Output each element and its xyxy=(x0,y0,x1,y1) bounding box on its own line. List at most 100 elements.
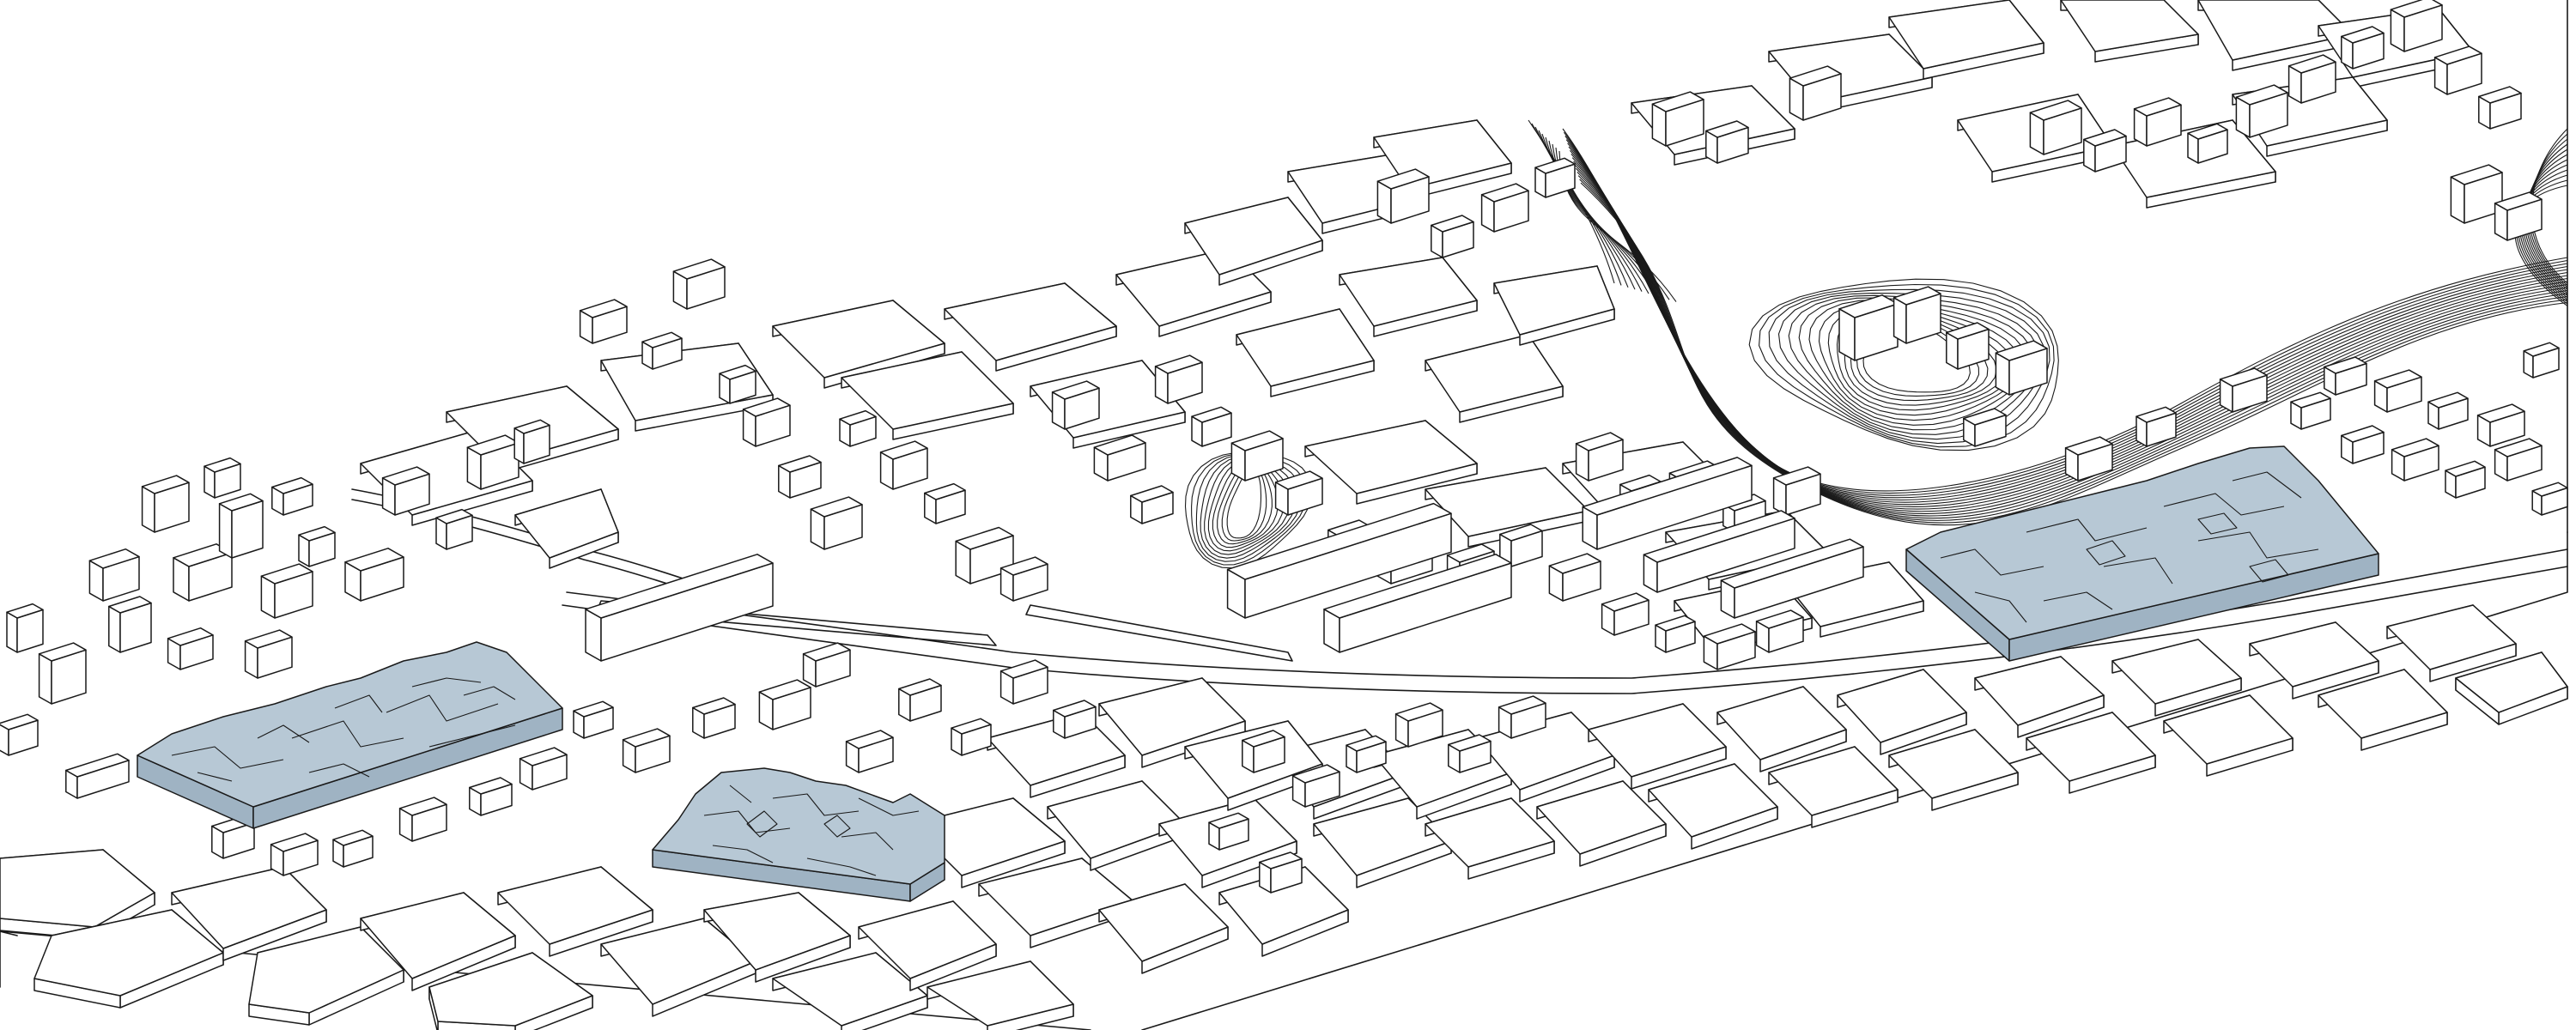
highlighted-site-central xyxy=(652,767,945,902)
building xyxy=(1534,157,1576,198)
building xyxy=(719,364,756,404)
building xyxy=(1230,430,1284,482)
building xyxy=(204,457,241,499)
building xyxy=(0,713,39,756)
building xyxy=(469,777,513,816)
urban-parcel xyxy=(1098,883,1229,974)
building xyxy=(270,833,319,876)
slab-building xyxy=(1226,502,1452,619)
building xyxy=(2083,129,2127,173)
building xyxy=(1448,734,1492,773)
urban-parcel xyxy=(1716,686,1847,772)
building xyxy=(1838,294,1899,361)
building xyxy=(1274,470,1323,516)
urban-parcel xyxy=(1536,780,1667,867)
building xyxy=(2133,97,2182,147)
urban-parcel xyxy=(772,300,945,389)
building xyxy=(778,455,822,499)
building xyxy=(2341,26,2385,70)
building xyxy=(2494,191,2543,241)
building xyxy=(1093,434,1146,482)
building xyxy=(271,476,313,516)
building xyxy=(898,678,942,722)
building xyxy=(108,596,152,653)
urban-parcel xyxy=(428,952,593,1030)
urban-parcel xyxy=(2318,669,2448,751)
urban-parcel xyxy=(2026,712,2156,794)
urban-parcel xyxy=(841,351,1014,440)
urban-parcel xyxy=(171,866,327,961)
building xyxy=(218,493,264,559)
building xyxy=(65,753,130,799)
urban-parcel xyxy=(2111,639,2242,717)
building xyxy=(1703,623,1756,670)
building xyxy=(879,440,928,490)
building xyxy=(1575,432,1624,482)
building xyxy=(2235,84,2288,138)
urban-parcel xyxy=(1236,308,1375,397)
building xyxy=(2476,403,2525,447)
building xyxy=(692,697,736,739)
building xyxy=(1893,286,1941,344)
urban-parcel xyxy=(1888,0,2044,80)
building xyxy=(1755,609,1804,653)
urban-parcel xyxy=(1588,703,1727,790)
building xyxy=(573,700,614,739)
building xyxy=(1051,380,1100,430)
ridge-contours xyxy=(1562,128,2568,526)
slab-building xyxy=(1643,510,1795,593)
building xyxy=(2029,100,2082,155)
building xyxy=(924,482,966,524)
building xyxy=(2390,0,2443,52)
building xyxy=(141,475,190,533)
building xyxy=(38,642,87,705)
building xyxy=(1376,168,1430,224)
building xyxy=(1601,592,1649,636)
urban-parcel xyxy=(33,909,224,1009)
urban-parcel xyxy=(514,488,619,569)
building xyxy=(167,627,214,670)
building xyxy=(519,747,568,791)
building xyxy=(1053,700,1097,739)
building xyxy=(1789,65,1842,121)
building xyxy=(2433,45,2482,95)
urban-parcel xyxy=(703,892,851,983)
building xyxy=(2373,369,2422,413)
building xyxy=(1548,553,1601,602)
building xyxy=(2287,54,2336,104)
slab-building xyxy=(1720,538,1864,619)
building xyxy=(1772,466,1821,516)
urban-parcel xyxy=(1425,334,1564,423)
building xyxy=(381,466,430,516)
building xyxy=(2219,367,2268,413)
building xyxy=(1394,702,1443,748)
building xyxy=(2187,123,2228,164)
building xyxy=(999,556,1048,602)
building xyxy=(1208,812,1249,851)
urban-parcel xyxy=(360,892,516,991)
building xyxy=(260,563,313,619)
building xyxy=(2064,436,2113,482)
building xyxy=(1963,408,2007,447)
urban-parcel xyxy=(248,926,404,1026)
building xyxy=(810,496,863,550)
building xyxy=(2494,438,2543,482)
urban-parcel xyxy=(2455,651,2568,725)
building xyxy=(2523,342,2560,379)
urban-parcel xyxy=(1339,257,1478,337)
building xyxy=(2445,460,2486,499)
building xyxy=(244,629,293,679)
building xyxy=(2391,438,2439,482)
building xyxy=(466,434,519,490)
building xyxy=(2290,391,2331,430)
urban-parcel xyxy=(1768,746,1899,828)
building xyxy=(1995,340,2048,396)
building xyxy=(1291,764,1340,808)
highlighted-site-east xyxy=(1905,445,2379,662)
building xyxy=(622,728,671,773)
building xyxy=(2324,356,2367,396)
building xyxy=(672,258,726,310)
building xyxy=(1705,120,1749,164)
